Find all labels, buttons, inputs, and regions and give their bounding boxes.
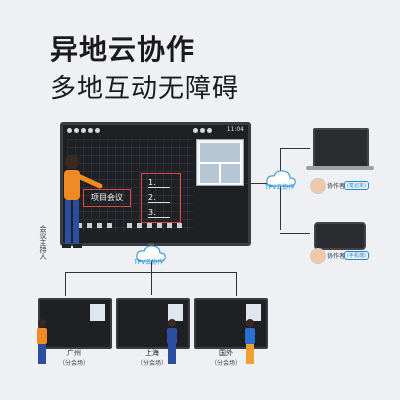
video-tile <box>246 304 261 321</box>
connector-line <box>280 148 281 230</box>
list-item: 1. <box>148 178 170 188</box>
meeting-topic-box[interactable]: 项目会议 <box>83 189 131 207</box>
cloud-label: TPV云协作 <box>265 184 295 191</box>
site-name: 国外 <box>219 349 233 357</box>
site-name: 上海 <box>145 349 159 357</box>
connector-line <box>236 272 237 296</box>
branch-board-guangzhou <box>38 298 112 349</box>
eraser-icon[interactable] <box>81 128 86 133</box>
connector-line <box>280 148 310 149</box>
video-conference-panel[interactable] <box>196 139 244 186</box>
tool-icon[interactable] <box>137 223 142 228</box>
branch-board-overseas <box>194 298 268 349</box>
mic-icon[interactable] <box>200 128 205 133</box>
remote-user-name: 协作者 <box>327 253 346 260</box>
participant-figure <box>167 319 177 364</box>
page-subtitle: 多地互动无障碍 <box>50 74 240 104</box>
video-tile[interactable] <box>220 163 241 184</box>
board-toolbar: 11:04 <box>63 125 248 135</box>
presenter-label: 会议主持人 <box>39 225 47 260</box>
tool-icon[interactable] <box>167 223 172 228</box>
laptop-base <box>306 166 374 170</box>
video-tile <box>168 304 183 321</box>
avatar <box>310 178 326 194</box>
tool-icon[interactable] <box>147 223 152 228</box>
tool-icon[interactable] <box>107 223 112 228</box>
remote-user-name: 协作者 <box>327 183 346 190</box>
participant-figure <box>37 319 47 364</box>
tool-icon[interactable] <box>97 223 102 228</box>
main-whiteboard: 11:04 项目会议 1. 2. 3. <box>60 122 251 246</box>
device-tag: (手机端) <box>344 251 369 260</box>
camera-icon[interactable] <box>193 128 198 133</box>
tool-icon[interactable] <box>77 223 82 228</box>
tool-icon[interactable] <box>157 223 162 228</box>
tool-icon[interactable] <box>87 223 92 228</box>
tool-icon[interactable] <box>127 223 132 228</box>
site-sub-label: （分会场） <box>58 360 89 367</box>
pen-icon[interactable] <box>74 128 79 133</box>
board-bottom-toolbar <box>67 221 243 231</box>
phone-device <box>314 222 366 250</box>
avatar <box>310 248 326 264</box>
video-tile[interactable] <box>199 142 241 163</box>
cloud-icon <box>136 245 166 262</box>
branch-board-shanghai <box>116 298 190 349</box>
whiteboard-canvas[interactable]: 项目会议 1. 2. 3. <box>67 139 193 233</box>
connector-line <box>65 272 66 296</box>
cloud-label: TPV云协作 <box>134 259 164 266</box>
device-tag: (笔记本) <box>344 181 369 190</box>
presenter-figure <box>62 155 103 248</box>
laptop-device <box>313 128 369 168</box>
connector-line <box>280 233 310 234</box>
video-tile <box>90 304 105 321</box>
site-sub-label: （分会场） <box>210 360 241 367</box>
connector-line <box>65 272 237 273</box>
tool-icon[interactable] <box>177 223 182 228</box>
menu-icon[interactable] <box>67 128 72 133</box>
list-item: 2. <box>148 193 170 203</box>
participant-figure <box>245 319 255 364</box>
redo-icon[interactable] <box>95 128 100 133</box>
site-name: 广州 <box>67 349 81 357</box>
clock-time: 11:04 <box>226 126 244 133</box>
agenda-list[interactable]: 1. 2. 3. <box>141 173 181 223</box>
undo-icon[interactable] <box>88 128 93 133</box>
site-sub-label: （分会场） <box>136 360 167 367</box>
share-icon[interactable] <box>207 128 212 133</box>
connector-line <box>245 183 270 184</box>
cloud-icon <box>266 170 296 187</box>
list-item: 3. <box>148 208 170 218</box>
page-title: 异地云协作 <box>50 33 196 66</box>
video-tile[interactable] <box>199 163 220 184</box>
